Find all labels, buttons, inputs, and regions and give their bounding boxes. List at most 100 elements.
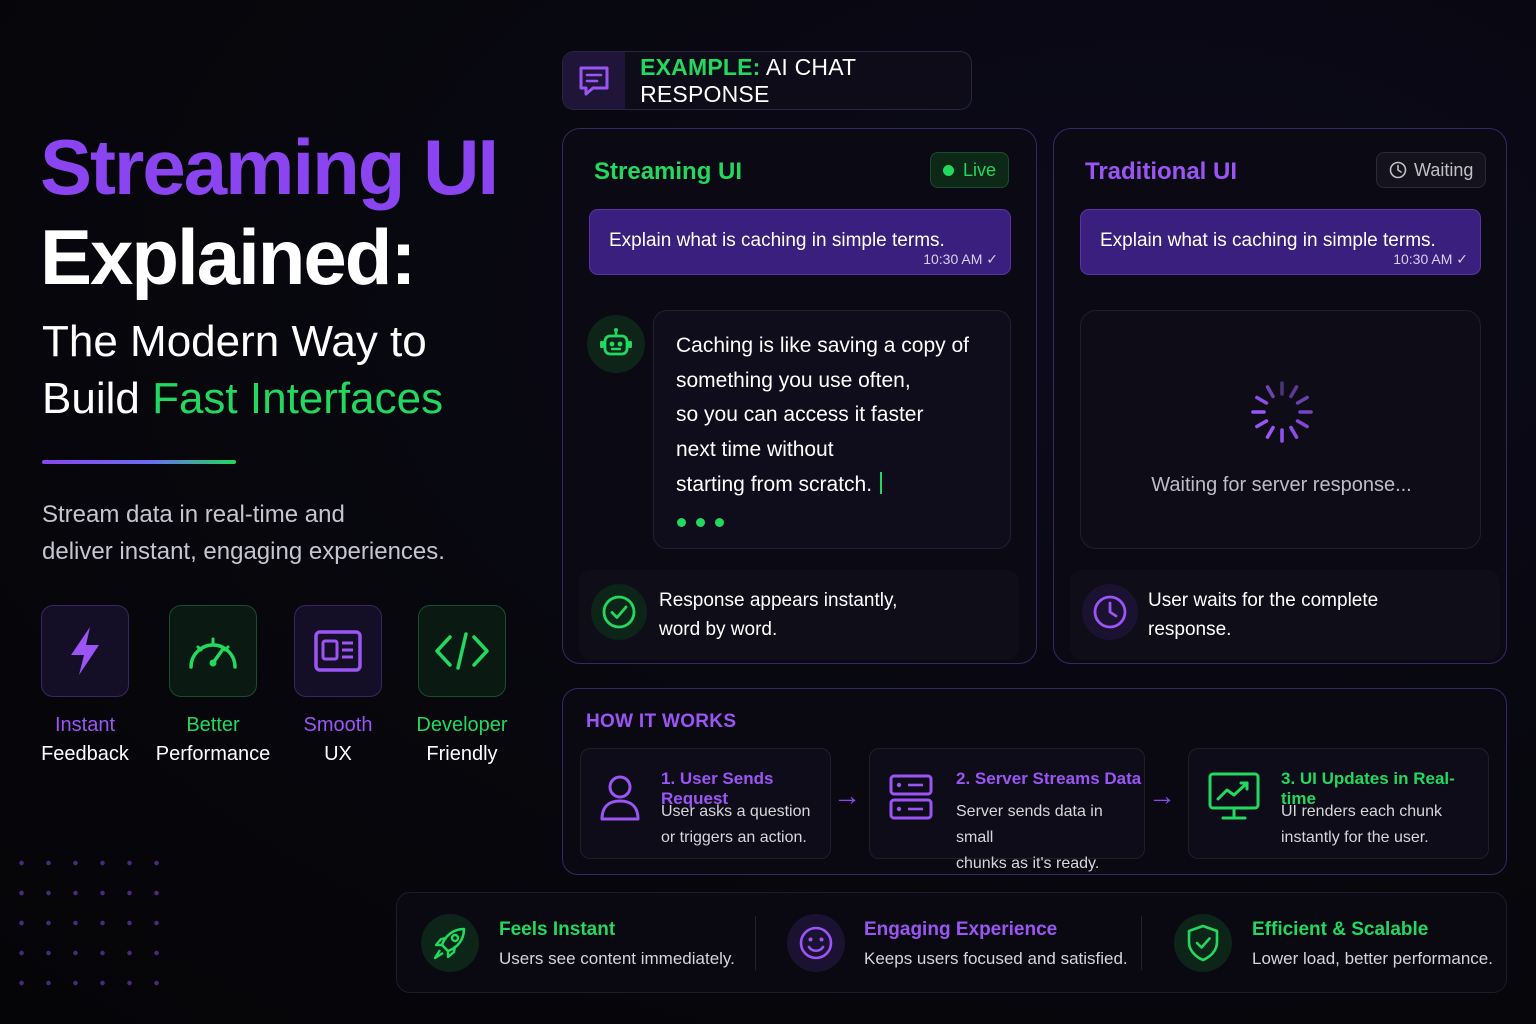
benefit-title: Engaging Experience — [864, 919, 1058, 940]
benefit-icon-circle — [421, 914, 479, 972]
robot-icon — [600, 328, 632, 356]
step-desc-line: instantly for the user. — [1281, 829, 1429, 846]
note-line2: response. — [1148, 619, 1232, 640]
feature-label-1: Instant — [54, 714, 116, 736]
feature-icon-box — [418, 605, 506, 697]
typing-indicator-icon — [677, 518, 724, 527]
streaming-note-text: Response appears instantly, word by word… — [659, 586, 897, 644]
pill-icon-box — [563, 52, 626, 109]
streaming-ui-panel: Streaming UI Live Explain what is cachin… — [562, 128, 1037, 664]
feature-better-performance: Better Performance — [151, 605, 275, 769]
panel-title: Streaming UI — [594, 158, 743, 185]
note-line1: User waits for the complete — [1148, 590, 1379, 611]
user-icon — [600, 775, 640, 821]
user-message-text: Explain what is caching in simple terms. — [609, 230, 945, 251]
hero-title-line1: Streaming UI — [40, 123, 499, 211]
feature-instant-feedback: Instant Feedback — [23, 605, 147, 769]
feature-label-2: UX — [324, 743, 352, 765]
step-desc: User asks a question or triggers an acti… — [661, 799, 810, 851]
live-dot-icon — [943, 164, 954, 176]
hero-subtitle-prefix: Build — [42, 374, 153, 423]
feature-label-2: Feedback — [41, 743, 129, 765]
answer-line: starting from scratch. — [676, 472, 873, 496]
waiting-badge-label: Waiting — [1414, 159, 1474, 180]
note-icon-circle — [591, 584, 647, 640]
note-line2: word by word. — [659, 619, 778, 640]
waiting-card: Waiting for server response... — [1080, 310, 1481, 549]
check-icon: ✓ — [986, 251, 998, 267]
answer-text: Caching is like saving a copy of somethi… — [676, 329, 969, 503]
how-it-works-section: HOW IT WORKS 1. User Sends Request User … — [562, 688, 1507, 875]
benefit-text: Feels Instant Users see content immediat… — [499, 919, 735, 969]
answer-line: something you use often, — [676, 368, 911, 392]
speedometer-icon — [189, 637, 237, 669]
hero-subtitle-highlight: Fast Interfaces — [152, 374, 444, 423]
check-circle-icon — [602, 595, 636, 629]
live-badge-label: Live — [963, 159, 997, 180]
arrow-right-icon: → — [1148, 780, 1176, 811]
monitor-chart-icon — [1208, 772, 1260, 820]
example-label-pill: EXAMPLE: AI CHAT RESPONSE — [562, 51, 972, 110]
step-card: 3. UI Updates in Real-time UI renders ea… — [1188, 748, 1489, 859]
feature-icon-box — [169, 605, 257, 697]
benefit-title: Efficient & Scalable — [1252, 919, 1429, 940]
answer-line-last: starting from scratch. — [676, 468, 969, 503]
user-message-bubble: Explain what is caching in simple terms.… — [589, 209, 1011, 275]
streaming-note: Response appears instantly, word by word… — [579, 570, 1019, 660]
answer-line: so you can access it faster — [676, 403, 924, 427]
step-card: 1. User Sends Request User asks a questi… — [580, 748, 831, 859]
separator — [1141, 916, 1142, 970]
feature-label-2: Friendly — [426, 743, 498, 765]
traditional-ui-panel: Traditional UI Waiting Explain what is c… — [1053, 128, 1507, 664]
step-card: 2. Server Streams Data Server sends data… — [869, 748, 1145, 872]
user-message-bubble: Explain what is caching in simple terms.… — [1080, 209, 1481, 275]
step-desc: Server sends data in small chunks as it'… — [956, 799, 1144, 877]
separator — [755, 916, 756, 970]
step-desc: UI renders each chunk instantly for the … — [1281, 799, 1442, 851]
benefit-title: Feels Instant — [499, 919, 616, 940]
feature-label-1: Developer — [416, 714, 508, 736]
feature-label-1: Smooth — [303, 714, 373, 736]
step-title: 3. UI Updates in Real-time — [1281, 769, 1455, 808]
step-desc-line: UI renders each chunk — [1281, 803, 1442, 820]
step-desc-line: User asks a question — [661, 803, 811, 820]
example-label-highlight: EXAMPLE: — [640, 53, 761, 80]
feature-developer-friendly: Developer Friendly — [400, 605, 524, 769]
step-desc-line: chunks as it's ready. — [956, 855, 1100, 872]
step-title: 2. Server Streams Data — [956, 769, 1142, 788]
feature-icon-box — [41, 605, 129, 697]
benefit-text: Engaging Experience Keeps users focused … — [864, 919, 1128, 969]
traditional-note-text: User waits for the complete response. — [1148, 586, 1378, 644]
shield-check-icon — [1187, 924, 1219, 962]
panel-title: Traditional UI — [1085, 158, 1238, 185]
feature-label-2: Performance — [155, 743, 271, 765]
typing-cursor — [880, 471, 883, 494]
benefit-icon-circle — [1174, 914, 1232, 972]
answer-line: Caching is like saving a copy of — [676, 334, 969, 357]
benefit-icon-circle — [787, 914, 845, 972]
smiley-icon — [799, 926, 833, 960]
hero-description-line2: deliver instant, engaging experiences. — [42, 538, 445, 565]
bot-avatar — [587, 315, 645, 373]
arrow-right-icon: → — [833, 780, 861, 811]
step-desc-line: Server sends data in small — [956, 803, 1103, 846]
step-desc-line: or triggers an action. — [661, 829, 807, 846]
chat-icon — [579, 66, 609, 95]
message-time: 10:30 AM — [923, 251, 983, 267]
layout-icon — [314, 630, 362, 672]
note-line1: Response appears instantly, — [659, 590, 898, 611]
waiting-badge: Waiting — [1376, 152, 1487, 188]
live-badge: Live — [930, 152, 1010, 188]
loading-spinner-icon — [1251, 381, 1313, 443]
waiting-text: Waiting for server response... — [1151, 474, 1412, 496]
code-icon — [435, 632, 489, 670]
traditional-note: User waits for the complete response. — [1070, 570, 1500, 660]
example-label-text: EXAMPLE: AI CHAT RESPONSE — [640, 54, 971, 108]
message-timestamp: 10:30 AM ✓ — [923, 251, 998, 268]
benefit-desc: Lower load, better performance. — [1252, 949, 1493, 968]
rocket-icon — [433, 927, 466, 960]
clock-icon — [1389, 161, 1407, 179]
message-timestamp: 10:30 AM ✓ — [1393, 251, 1468, 268]
example-label-rest: AI CHAT RESPONSE — [640, 53, 856, 107]
check-icon: ✓ — [1456, 251, 1468, 267]
